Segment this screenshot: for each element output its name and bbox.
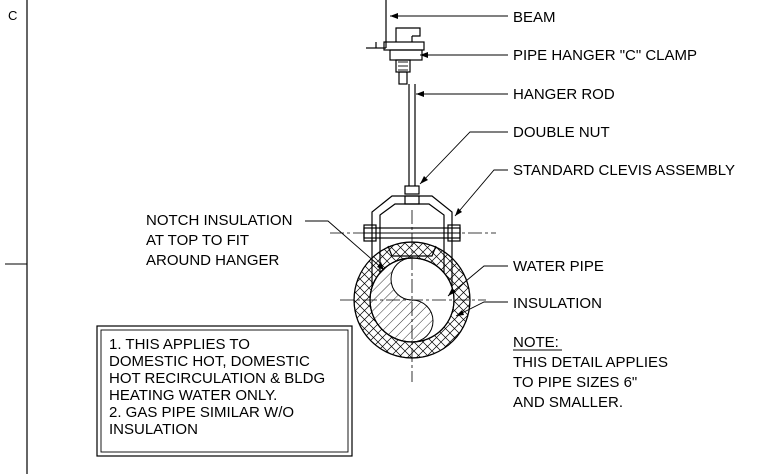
- general-note-line-1: 1. THIS APPLIES TO: [109, 336, 250, 353]
- leader-lines: [305, 13, 508, 317]
- general-note-line-4: HEATING WATER ONLY.: [109, 387, 277, 404]
- hanger-rod: [408, 84, 416, 186]
- note-block: NOTE: THIS DETAIL APPLIES TO PIPE SIZES …: [513, 334, 668, 411]
- label-beam: BEAM: [513, 9, 556, 26]
- note-heading: NOTE:: [513, 334, 559, 351]
- label-water-pipe: WATER PIPE: [513, 258, 604, 275]
- label-clevis: STANDARD CLEVIS ASSEMBLY: [513, 162, 735, 179]
- note-line-2: TO PIPE SIZES 6": [513, 374, 637, 391]
- general-notes-box: 1. THIS APPLIES TO DOMESTIC HOT, DOMESTI…: [96, 325, 353, 457]
- sheet-border: C: [5, 0, 28, 474]
- label-hanger-rod: HANGER ROD: [513, 86, 615, 103]
- note-line-3: AND SMALLER.: [513, 394, 623, 411]
- note-line-1: THIS DETAIL APPLIES: [513, 354, 668, 371]
- general-note-line-2: DOMESTIC HOT, DOMESTIC: [109, 353, 310, 370]
- label-notch-2: AT TOP TO FIT: [146, 232, 249, 249]
- label-notch-1: NOTCH INSULATION: [146, 212, 292, 229]
- label-notch-3: AROUND HANGER: [146, 252, 280, 269]
- insulated-pipe-section: [340, 210, 486, 382]
- label-c-clamp: PIPE HANGER "C" CLAMP: [513, 47, 697, 64]
- label-double-nut: DOUBLE NUT: [513, 124, 610, 141]
- general-note-line-3: HOT RECIRCULATION & BLDG: [109, 370, 325, 387]
- callout-labels: BEAM PIPE HANGER "C" CLAMP HANGER ROD DO…: [146, 9, 735, 312]
- grid-reference-label: C: [8, 8, 17, 23]
- double-nut: [404, 185, 420, 205]
- label-insulation: INSULATION: [513, 295, 602, 312]
- c-clamp-assembly: [366, 0, 425, 85]
- general-note-line-5: 2. GAS PIPE SIMILAR W/O: [109, 404, 294, 421]
- general-note-line-6: INSULATION: [109, 421, 198, 438]
